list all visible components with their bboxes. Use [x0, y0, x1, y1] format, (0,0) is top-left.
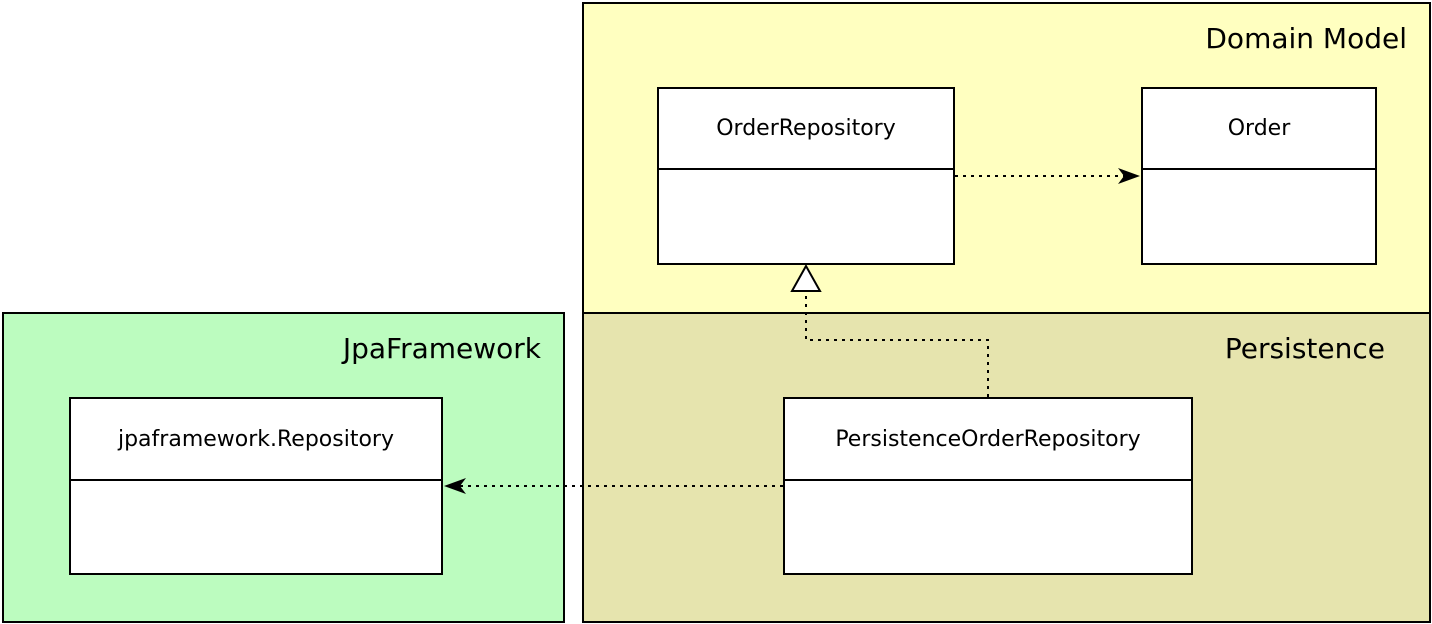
class-name-order: Order — [1143, 89, 1375, 170]
class-persistence-order-repository[interactable]: PersistenceOrderRepository — [783, 397, 1193, 575]
package-title-domain-model: Domain Model — [1205, 22, 1407, 55]
class-name-persistence-order-repository: PersistenceOrderRepository — [785, 399, 1191, 481]
package-title-jpa-framework: JpaFramework — [342, 332, 541, 365]
class-name-order-repository: OrderRepository — [659, 89, 953, 170]
class-jpa-repository[interactable]: jpaframework.Repository — [69, 397, 443, 575]
class-order-repository[interactable]: OrderRepository — [657, 87, 955, 265]
class-name-jpa-repository: jpaframework.Repository — [71, 399, 441, 481]
package-title-persistence: Persistence — [1224, 332, 1385, 365]
class-order[interactable]: Order — [1141, 87, 1377, 265]
